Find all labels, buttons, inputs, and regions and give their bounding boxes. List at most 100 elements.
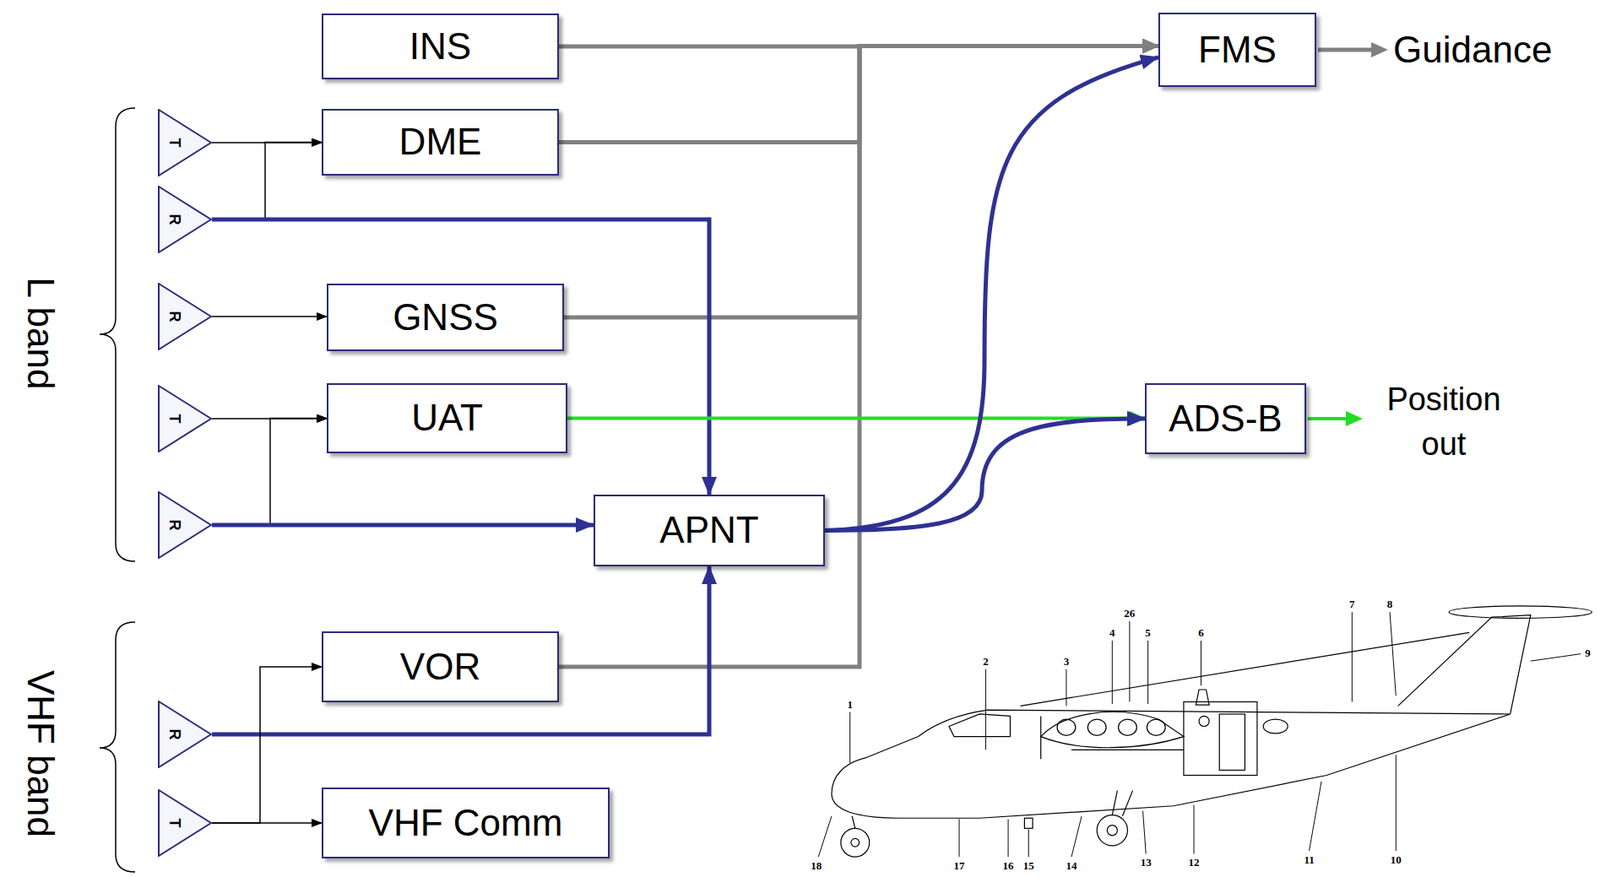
cockpit-window <box>949 714 1011 738</box>
signal-connector <box>824 418 1145 532</box>
antenna-symbol: R <box>157 282 212 351</box>
wing-root <box>1071 749 1184 751</box>
antenna-letter: R <box>167 214 183 226</box>
antenna-symbol: T <box>157 385 212 453</box>
band-label: L band <box>14 277 67 391</box>
nose-hub <box>851 838 860 847</box>
vhf-band-bracket <box>99 622 136 873</box>
antenna-outline <box>158 186 212 253</box>
antenna-outline <box>158 790 212 857</box>
leader-lines <box>818 612 1581 857</box>
box-label: VOR <box>400 646 481 688</box>
antenna-triangle <box>157 108 212 177</box>
callout-number: 4 <box>1109 627 1116 639</box>
antenna-letter: T <box>167 138 183 148</box>
antenna-letter: R <box>167 311 183 323</box>
main-hub <box>1106 825 1118 836</box>
antenna-outline <box>158 385 212 452</box>
cabin-window <box>1263 719 1288 734</box>
antenna-triangle <box>157 282 212 351</box>
antenna-symbol: R <box>157 700 212 769</box>
antenna-outline <box>158 701 212 768</box>
signal-connector <box>567 417 1145 421</box>
band-label: VHF band <box>14 670 67 838</box>
signal-connector <box>558 46 1159 668</box>
signal-connector <box>211 315 327 318</box>
antenna-outline <box>158 109 212 176</box>
nose-wheel <box>840 828 870 857</box>
box-label: ADS-B <box>1168 398 1282 440</box>
fuselage <box>831 710 1511 819</box>
main-gear-strut <box>1122 791 1133 817</box>
box-label: APNT <box>659 509 759 551</box>
callout-number: 12 <box>1187 856 1199 868</box>
callout-number: 18 <box>810 859 822 871</box>
system-box: FMS <box>1158 12 1317 87</box>
box-label: VHF Comm <box>368 802 564 844</box>
cabin-window <box>1118 719 1138 736</box>
callout-number: 2 <box>982 656 989 668</box>
antenna-triangle <box>157 385 212 453</box>
callout-number: 1 <box>846 698 853 710</box>
antenna-symbol: R <box>157 185 212 254</box>
box-label: UAT <box>411 397 483 439</box>
cabin-window <box>1198 715 1210 727</box>
signal-connector <box>211 142 322 221</box>
callout-number: 9 <box>1584 647 1591 659</box>
callout-number: 5 <box>1144 627 1151 639</box>
box-label: FMS <box>1198 29 1277 71</box>
callout-number: 11 <box>1303 853 1314 865</box>
signal-connector <box>824 57 1159 532</box>
box-label: INS <box>409 26 472 67</box>
aircraft-drawing <box>818 606 1592 857</box>
guidance-arrow-line <box>1317 48 1373 53</box>
belly-antenna <box>1024 818 1033 829</box>
top-antenna <box>1195 689 1210 706</box>
signal-connector <box>211 566 710 735</box>
system-box: VOR <box>321 631 559 703</box>
antenna-outline <box>158 283 212 350</box>
signal-connector <box>211 219 710 495</box>
antenna-triangle <box>157 185 212 254</box>
callout-number: 13 <box>1140 856 1152 868</box>
system-box: UAT <box>326 383 568 454</box>
box-label: DME <box>399 121 483 163</box>
antenna-symbol: T <box>157 789 212 857</box>
guidance-arrow-head <box>1371 42 1389 58</box>
propeller <box>1040 715 1042 760</box>
signal-connector <box>211 523 594 528</box>
cabin-window <box>1087 719 1107 736</box>
system-box: VHF Comm <box>321 787 610 859</box>
cabin-window <box>1057 719 1076 736</box>
system-box: ADS-B <box>1144 383 1307 455</box>
callout-number: 16 <box>1003 859 1015 871</box>
engine-nacelle <box>1041 711 1184 748</box>
antenna-letter: R <box>167 520 183 532</box>
l-band-bracket <box>99 108 136 562</box>
signal-connector <box>211 822 322 825</box>
antenna-wire <box>1020 632 1470 706</box>
nose-gear <box>851 816 856 830</box>
tail-fin <box>1398 615 1531 715</box>
antenna-letter: R <box>167 729 183 741</box>
system-box: INS <box>321 13 559 80</box>
antenna-letter: T <box>167 414 183 424</box>
callout-number: 17 <box>954 859 966 871</box>
antenna-triangle <box>157 789 212 857</box>
antenna-triangle <box>157 700 212 769</box>
main-wheel <box>1096 815 1128 847</box>
t-tail <box>1448 606 1592 619</box>
cabin-window <box>1146 719 1166 736</box>
callout-number: 26 <box>1123 607 1135 619</box>
callout-number: 8 <box>1387 598 1394 610</box>
position-arrow-head <box>1345 411 1363 427</box>
position-arrow-line <box>1307 417 1348 421</box>
cargo-door <box>1183 701 1258 776</box>
output-label: Guidance <box>1393 23 1552 76</box>
callout-number: 10 <box>1390 853 1402 865</box>
box-label: GNSS <box>392 297 499 338</box>
signal-connector <box>211 667 322 824</box>
